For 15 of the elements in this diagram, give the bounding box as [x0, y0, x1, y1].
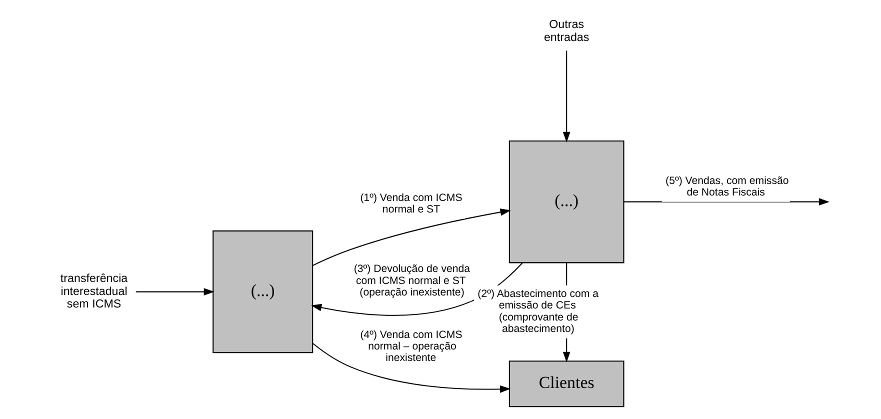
edge-label: (3º) Devolução de venda com ICMS normal e ST (operação inexistente) — [354, 263, 470, 298]
node-box: (...) — [212, 230, 314, 354]
edge-label: (1º) Venda com ICMS normal e ST — [360, 192, 462, 216]
arrow — [312, 208, 511, 266]
node-text: Outras entradas — [544, 18, 590, 44]
arrow — [624, 198, 830, 206]
arrow — [562, 50, 570, 143]
node-box: (...) — [508, 140, 624, 264]
arrow — [136, 288, 214, 296]
edge-label: (5º) Vendas, com emissão de Notas Fiscais — [666, 174, 789, 198]
node-text: transferência interestadual sem ICMS — [60, 272, 128, 310]
node-box: Clientes — [508, 360, 624, 408]
edge-label: (4º) Venda com ICMS normal – operação inexistente — [360, 328, 462, 364]
arrow — [312, 343, 511, 393]
edge-label: (2º) Abastecimento com a emissão de CEs (comprovante de abastecimento) — [478, 288, 599, 336]
